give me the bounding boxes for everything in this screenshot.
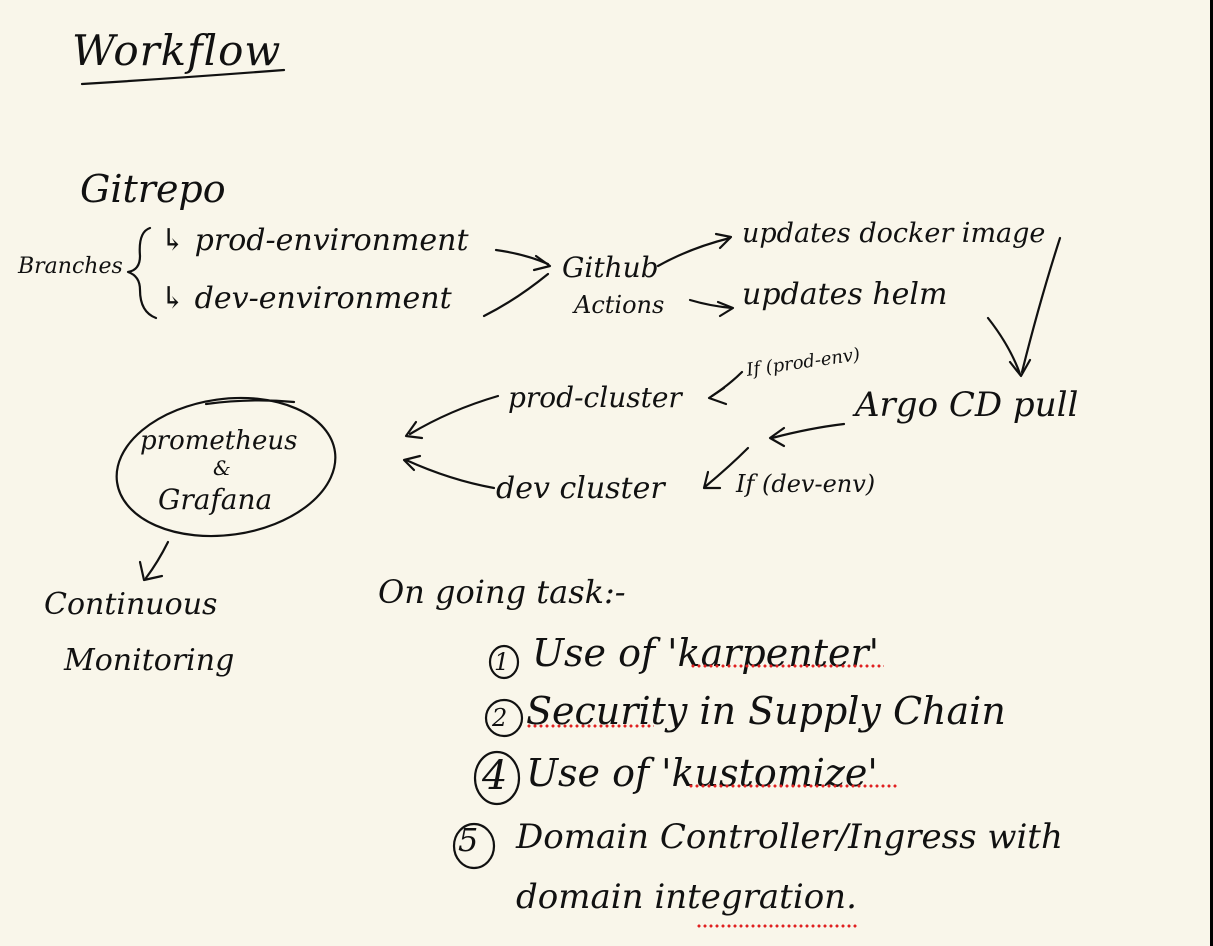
github-actions-line2: Actions (574, 291, 665, 319)
argo-if-dev: If (dev-env) (736, 470, 876, 498)
task-5-circle (452, 822, 496, 870)
dev-cluster-label: dev cluster (496, 471, 665, 506)
spellcheck-underline-karpenter (690, 663, 884, 669)
ongoing-heading: On going task:- (378, 573, 626, 611)
spellcheck-underline-kustomize (688, 783, 898, 789)
right-edge-border (1210, 0, 1213, 946)
arrow-argo-to-split (770, 422, 846, 440)
task-4-circle (473, 750, 521, 806)
argo-cd-label: Argo CD pull (855, 385, 1079, 425)
task-1-marker: 1 (494, 648, 510, 676)
arrow-split-to-devcluster (704, 446, 750, 488)
spellcheck-underline-integration (696, 923, 858, 929)
continuous-monitoring-line2: Monitoring (64, 643, 235, 678)
arrow-dev-to-actions (482, 272, 550, 318)
prod-cluster-label: prod-cluster (508, 381, 682, 414)
arrow-prodcluster-to-monitoring (408, 394, 500, 436)
task-4-marker: 4 (482, 753, 508, 799)
continuous-monitoring-line1: Continuous (44, 587, 218, 622)
task-5-marker: 5 (458, 821, 479, 859)
task-2-circle (484, 698, 524, 738)
spellcheck-underline-security (526, 723, 654, 729)
arrow-devcluster-to-monitoring (404, 458, 496, 490)
monitoring-stack-line3: Grafana (158, 483, 273, 516)
output-docker-image: updates docker image (742, 218, 1046, 249)
github-actions-line1: Github (562, 251, 659, 284)
page-title: Workflow (72, 26, 282, 75)
arrow-monitoring-to-continuous (144, 540, 170, 580)
arrow-actions-to-docker (656, 236, 732, 268)
branch-prod: ↳ prod-environment (160, 223, 469, 258)
monitoring-stack-line1: prometheus (140, 426, 298, 456)
output-helm: updates helm (742, 277, 948, 312)
monitoring-stack-line2: & (213, 456, 231, 480)
task-2-marker: 2 (492, 704, 508, 732)
arrow-docker-to-argo (1020, 236, 1062, 374)
monitoring-ellipse (115, 396, 337, 538)
branches-brace (126, 226, 158, 320)
title-underline (80, 68, 286, 86)
arrow-actions-to-helm (688, 298, 734, 310)
branches-label: Branches (18, 254, 123, 279)
gitrepo-label: Gitrepo (80, 167, 226, 211)
task-5-text: Domain Controller/Ingress with (516, 817, 1063, 857)
task-5-continuation: domain integration. (516, 877, 857, 917)
task-1-circle (488, 644, 520, 680)
arrow-prod-to-actions (494, 248, 550, 266)
branch-dev: ↳ dev-environment (160, 281, 452, 316)
arrow-helm-to-argo (986, 316, 1022, 376)
